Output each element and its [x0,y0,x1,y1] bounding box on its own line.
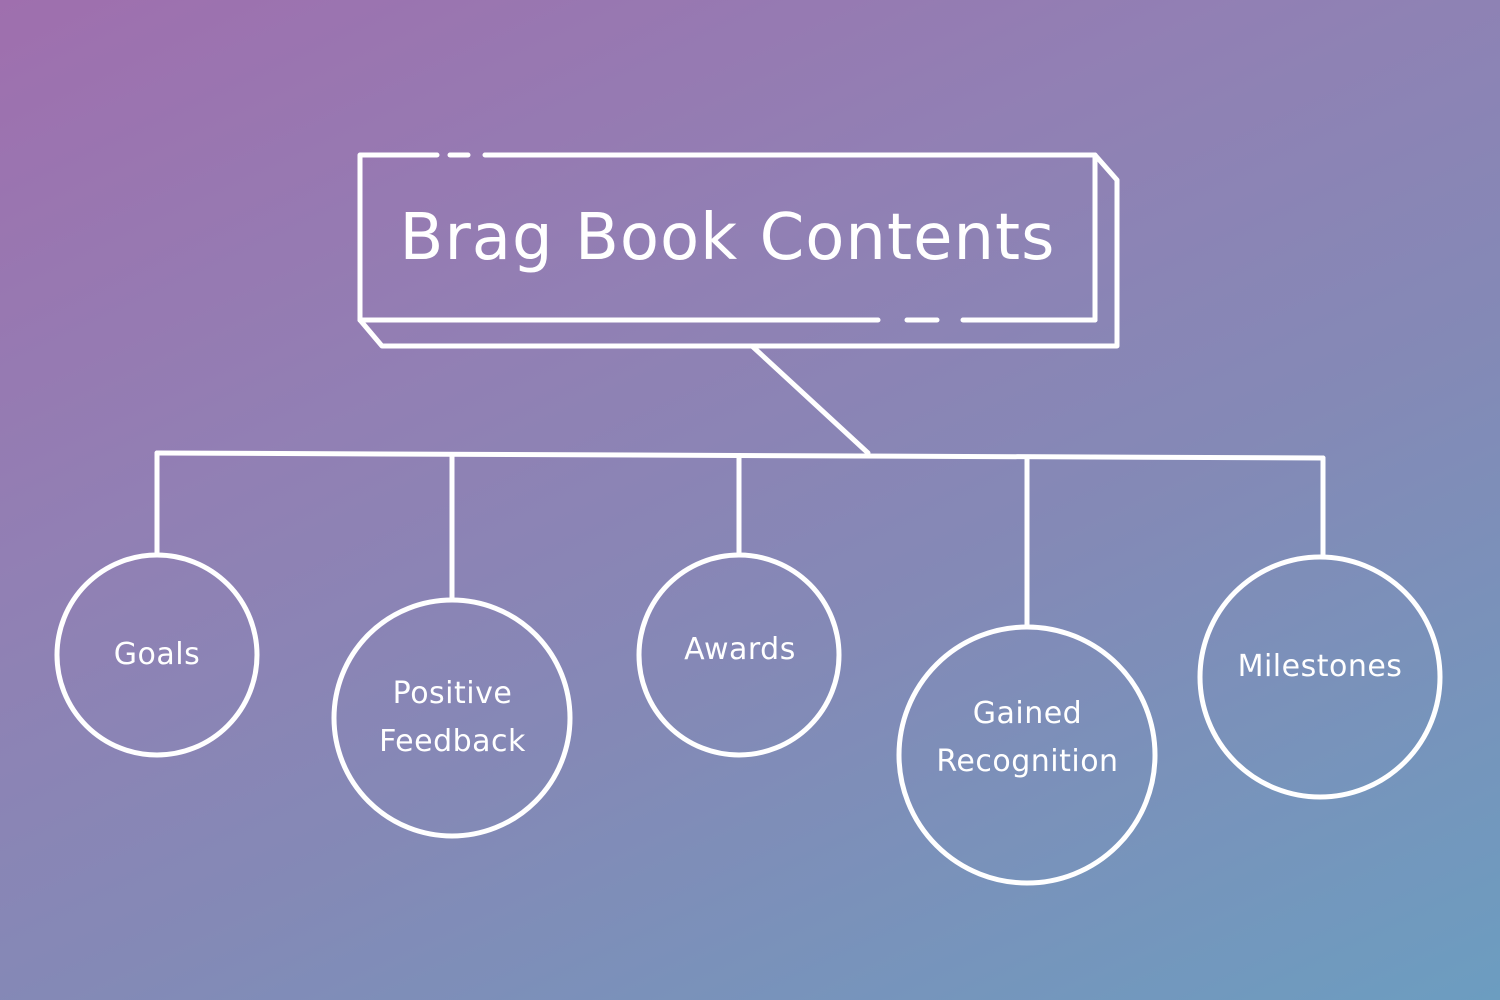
node-label-milestones: Milestones [1200,547,1440,787]
node-label-line: Positive [392,675,513,711]
node-label-goals: Goals [57,555,257,755]
node-label-gained-recognition: Gained Recognition [900,610,1155,865]
node-circle-awards [636,552,842,758]
node-circle-positive-feedback [331,597,573,839]
title-box-top-edge-left [357,152,440,323]
node-label-line: Milestones [1237,649,1403,684]
node-label-line: Recognition [936,743,1119,779]
node-label-positive-feedback: Positive Feedback [335,600,570,835]
title-connector [749,343,871,456]
title-box-extrusion [357,152,1120,349]
node-label-line: Awards [684,632,796,667]
node-label-awards: Awards [640,550,840,750]
node-circle-gained-recognition [896,624,1158,886]
node-circle-goals [54,552,260,758]
node-label-line: Gained [972,695,1083,731]
node-label-line: Goals [113,637,201,672]
diagram-title: Brag Book Contents [399,200,1056,275]
node-label-line: Feedback [379,723,526,759]
node-circle-milestones [1197,554,1443,800]
